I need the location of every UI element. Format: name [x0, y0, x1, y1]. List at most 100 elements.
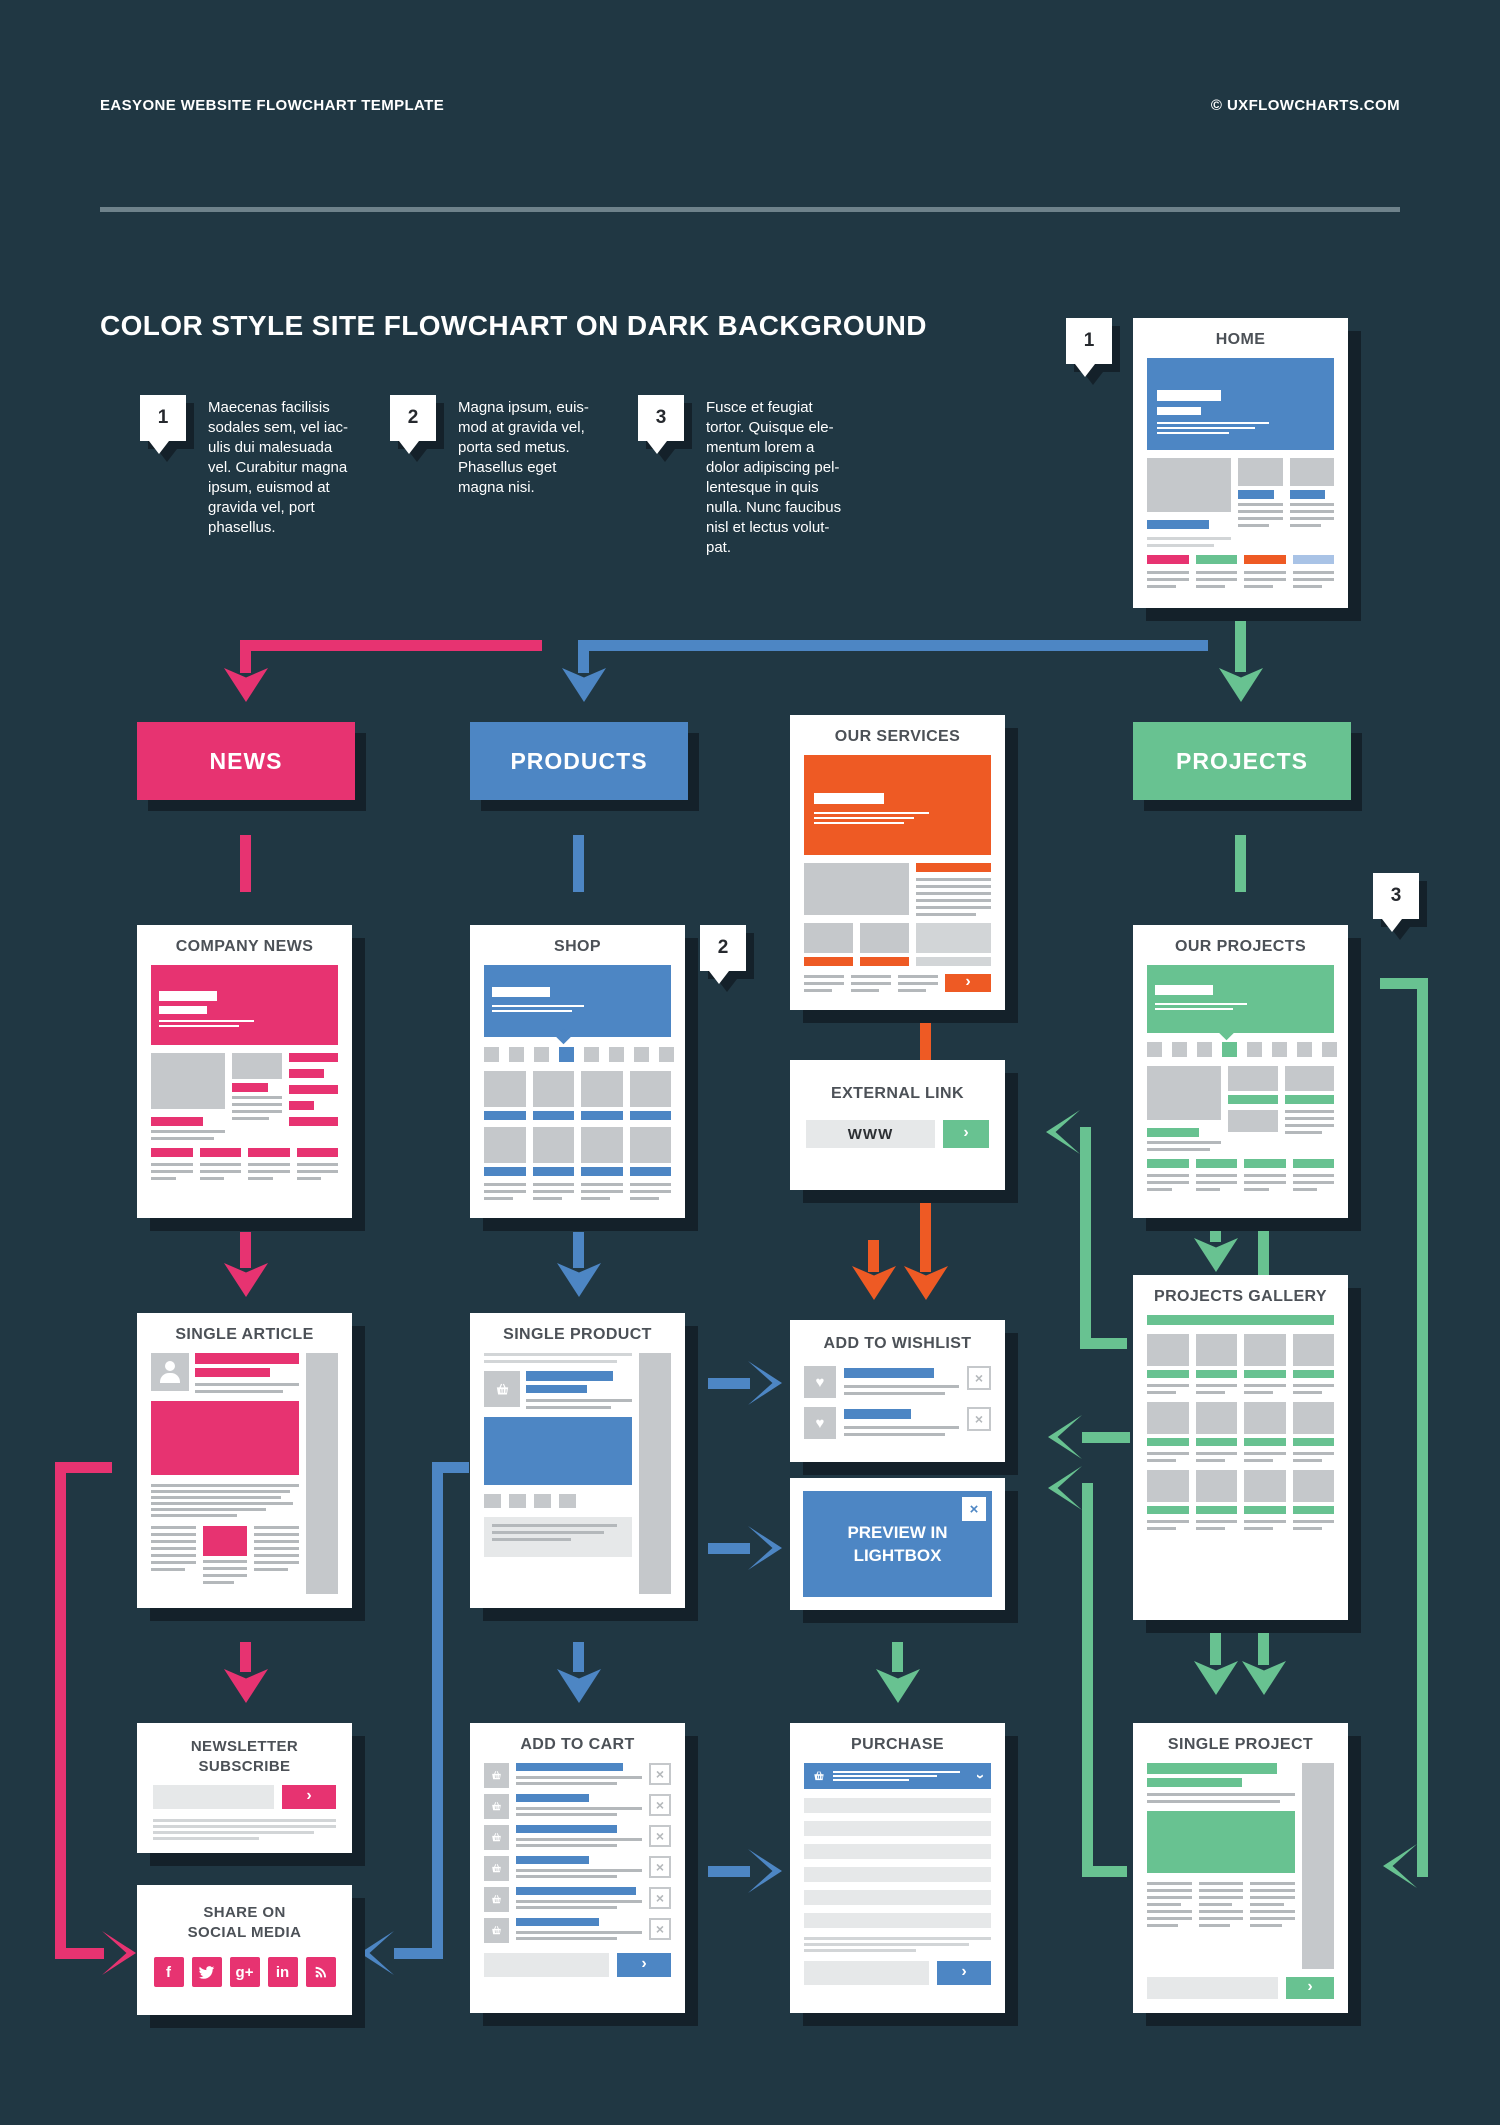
- connector-article-to-share: [66, 1462, 112, 1473]
- project-field: [1147, 1977, 1278, 1999]
- shop-wireframe: [484, 965, 674, 1204]
- our-projects-hero: [1147, 965, 1334, 1041]
- card-add-to-wishlist: ADD TO WISHLIST: [790, 1320, 1005, 1462]
- basket-icon: [484, 1763, 509, 1788]
- page-purchase-title: PURCHASE: [851, 1736, 944, 1753]
- page-single-product-title: SINGLE PRODUCT: [503, 1326, 652, 1343]
- purchase-wireframe: ›: [804, 1763, 991, 1999]
- lightbox-panel: PREVIEW IN LIGHTBOX: [803, 1491, 992, 1597]
- remove-item-icon: [649, 1794, 671, 1816]
- connector-lightbox-to-purchase: [892, 1642, 903, 1672]
- cart-wireframe: [484, 1761, 671, 1999]
- connector-gallery-to-external: [1091, 1338, 1127, 1349]
- page-add-to-cart: ADD TO CART: [470, 1723, 685, 2013]
- chevron-down-icon: ›: [972, 1773, 989, 1779]
- arrowhead-share-blue: [360, 1931, 394, 1975]
- arrowhead-lightbox-green-2: [1048, 1466, 1082, 1510]
- checkout-button: [617, 1953, 671, 1977]
- page-single-product: SINGLE PRODUCT: [470, 1313, 685, 1608]
- card-share-social: SHARE ON SOCIAL MEDIA f g+ in: [137, 1885, 352, 2015]
- connector-home-to-news: [240, 651, 251, 673]
- arrowhead-newsletter: [224, 1669, 268, 1703]
- basket-icon: [484, 1794, 509, 1819]
- page-purchase: PURCHASE ›: [790, 1723, 1005, 2013]
- connector-product-to-lightbox: [708, 1543, 750, 1554]
- arrowhead-singleproject-right: [1383, 1844, 1417, 1888]
- arrowhead-projects: [1219, 668, 1263, 702]
- go-button: [943, 1120, 989, 1148]
- shop-hero: [484, 965, 671, 1045]
- remove-item-icon: [649, 1763, 671, 1785]
- node-projects: PROJECTS: [1133, 722, 1351, 800]
- single-project-wireframe: [1147, 1763, 1334, 1999]
- card-newsletter: NEWSLETTER SUBSCRIBE: [137, 1723, 352, 1853]
- connector-singleproject-to-lightbox: [1093, 1866, 1127, 1877]
- remove-item-icon: [967, 1407, 991, 1431]
- connector-gallery-to-singleproject: [1258, 1618, 1269, 1665]
- page-shop: SHOP: [470, 925, 685, 1218]
- page-company-news-title: COMPANY NEWS: [175, 938, 314, 955]
- arrowhead-cart: [557, 1669, 601, 1703]
- arrowhead-wishlist-blue: [748, 1361, 782, 1405]
- gallery-wireframe: [1147, 1315, 1334, 1606]
- connector-products-to-shop: [573, 835, 584, 892]
- arrowhead-purchase-blue: [748, 1849, 782, 1893]
- arrowhead-share-pink: [102, 1931, 136, 1975]
- purchase-header: ›: [804, 1763, 991, 1789]
- arrowhead-product: [557, 1263, 601, 1297]
- arrowhead-singleproject: [1194, 1661, 1238, 1695]
- marker-home: 1: [1066, 318, 1112, 377]
- our-projects-wireframe: [1147, 965, 1337, 1204]
- arrowhead-singleproject-2: [1242, 1661, 1286, 1695]
- purchase-button: [937, 1961, 991, 1985]
- remove-item-icon: [967, 1366, 991, 1390]
- page-our-projects-title: OUR PROJECTS: [1174, 938, 1307, 955]
- basket-icon: [812, 1769, 826, 1783]
- page-our-services: OUR SERVICES: [790, 715, 1005, 1010]
- arrowhead-external-green: [1046, 1110, 1080, 1154]
- connector-article-to-share: [66, 1948, 104, 1959]
- connector-companynews-to-article: [240, 1232, 251, 1268]
- basket-icon: [484, 1825, 509, 1850]
- subscribe-button: [282, 1785, 336, 1809]
- article-sidebar: [306, 1353, 338, 1594]
- basket-icon: [484, 1856, 509, 1881]
- page-home-title: HOME: [1215, 331, 1266, 348]
- page-company-news: COMPANY NEWS: [137, 925, 352, 1218]
- page-our-projects: OUR PROJECTS: [1133, 925, 1348, 1218]
- page-title: COLOR STYLE SITE FLOWCHART ON DARK BACKG…: [100, 310, 927, 341]
- rss-icon: [305, 1957, 336, 1987]
- connector-home-to-news: [240, 640, 542, 651]
- product-sidebar: [639, 1353, 671, 1594]
- basket-icon: [484, 1371, 520, 1407]
- callout-text-1: Maecenas facilisis sodales sem, vel iac-…: [208, 399, 349, 536]
- node-news: NEWS: [137, 722, 355, 800]
- share-title: SHARE ON SOCIAL MEDIA: [187, 1904, 302, 1941]
- external-link-title: EXTERNAL LINK: [831, 1085, 964, 1102]
- article-hero: [151, 1401, 299, 1475]
- connector-ourprojects-pass: [1258, 1226, 1269, 1276]
- connector-singleproject-to-lightbox: [1082, 1483, 1093, 1877]
- callout-marker-3: 3: [638, 395, 684, 454]
- arrowhead-lightbox-blue: [748, 1526, 782, 1570]
- close-icon: ×: [962, 1497, 986, 1521]
- page-single-article: SINGLE ARTICLE: [137, 1313, 352, 1608]
- connector-external-to-wishlist: [868, 1240, 879, 1272]
- single-product-wireframe: [484, 1353, 671, 1594]
- connector-ourprojects-to-singleproject: [1380, 978, 1428, 989]
- connector-cart-to-purchase: [708, 1866, 750, 1877]
- divider: [100, 207, 1400, 212]
- project-button: [1286, 1977, 1334, 1999]
- connector-ourprojects-to-gallery: [1210, 1226, 1221, 1242]
- page-single-project: SINGLE PROJECT: [1133, 1723, 1348, 2013]
- facebook-icon: f: [153, 1957, 184, 1987]
- connector-home-to-products: [578, 640, 1208, 651]
- arrowhead-news: [224, 668, 268, 702]
- remove-item-icon: [649, 1825, 671, 1847]
- marker-our-projects: 3: [1373, 873, 1419, 932]
- product-hero: [484, 1417, 632, 1485]
- remove-item-icon: [649, 1918, 671, 1940]
- google-plus-icon: g+: [229, 1957, 260, 1987]
- connector-product-to-share: [432, 1462, 443, 1959]
- avatar-icon: [151, 1353, 189, 1391]
